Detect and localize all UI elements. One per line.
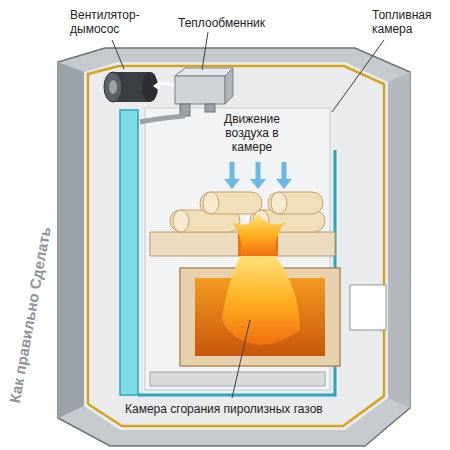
housing-cavity [84, 62, 388, 430]
leader-line [232, 320, 250, 398]
log [268, 192, 323, 214]
air-arrow [230, 162, 235, 180]
heat-exchanger-side [225, 68, 233, 104]
air-arrow-head [276, 179, 292, 189]
flame [222, 256, 300, 345]
left-wall [58, 62, 84, 418]
leader-line [112, 40, 124, 69]
smoke-arrow-head [153, 81, 160, 91]
right-wall [388, 72, 410, 408]
watermark: Как правильно Сделать [6, 225, 55, 404]
door-opening [350, 285, 386, 330]
air-arrow-head [224, 179, 240, 189]
leader-line [202, 32, 208, 70]
fan-front [104, 72, 122, 102]
air-arrow-head [250, 179, 266, 189]
log [200, 192, 262, 214]
log-end [173, 210, 189, 232]
fan-hub [109, 80, 117, 94]
fuel-chamber-label: Топливная камера [372, 8, 446, 36]
boiler-housing [58, 48, 410, 446]
flame [232, 214, 286, 256]
combustion-chamber-label: Камера сгорания пиролизных газов [125, 402, 323, 416]
leader-line [332, 40, 384, 112]
air-arrow [256, 162, 261, 180]
exchanger-pipe [140, 116, 185, 122]
heat-exchanger-label: Теплообменник [178, 16, 265, 30]
heat-exchanger-top [175, 68, 233, 76]
exchanger-pipe [205, 104, 215, 112]
air-arrow [282, 162, 287, 180]
insulation-line [88, 66, 384, 426]
fan-label: Вентилятор-дымосос [70, 8, 158, 36]
log-end [271, 192, 287, 214]
air-flow-label: Движение воздуха в камере [210, 112, 294, 154]
water-jacket [120, 110, 138, 395]
log-end [203, 192, 219, 214]
air-arrows [224, 162, 292, 189]
heat-exchanger [175, 76, 225, 104]
